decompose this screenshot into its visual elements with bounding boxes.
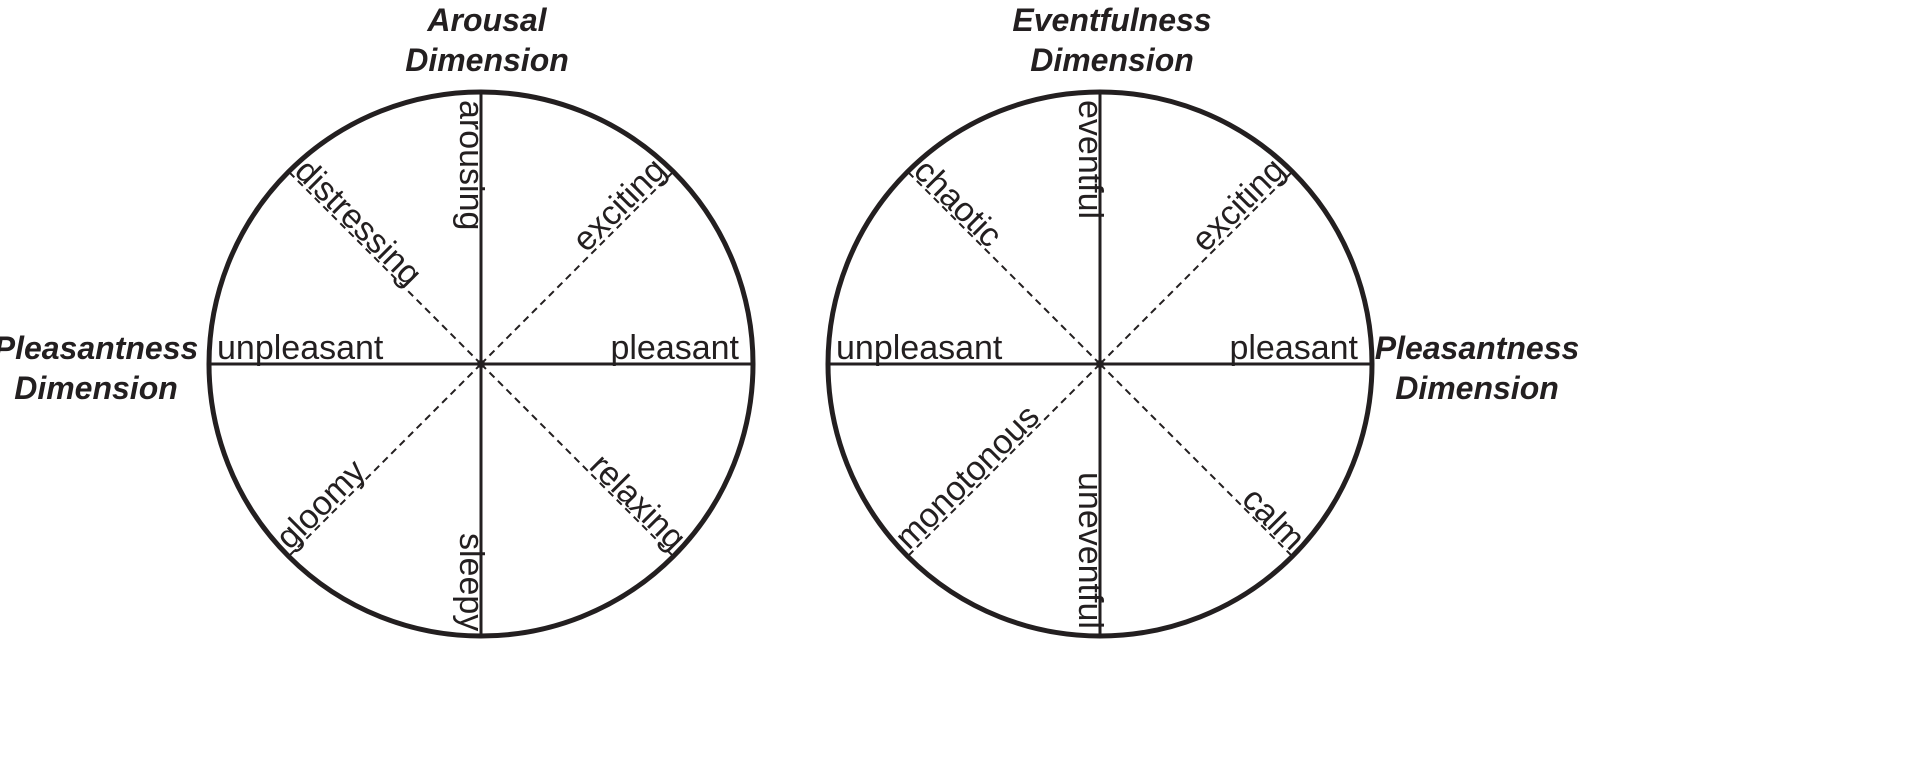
left-diagonal-upper-left <box>288 171 482 365</box>
left-label-upper-right: exciting <box>565 151 673 259</box>
right-label-left: unpleasant <box>836 329 1003 367</box>
left-center-dot <box>477 360 485 368</box>
left-label-lower-right: relaxing <box>582 446 693 557</box>
left-label-left: unpleasant <box>217 329 384 367</box>
right-diagonal-lower-left <box>907 363 1101 557</box>
right-diagonal-upper-left <box>907 171 1101 365</box>
left-horizontal-axis-title: Pleasantness Dimension <box>0 330 199 406</box>
left-circumplex <box>206 89 756 639</box>
left-vertical-axis-title: Arousal Dimension <box>405 2 569 78</box>
right-label-lower-left: monotonous <box>888 397 1047 556</box>
left-label-up: arousing <box>452 100 490 230</box>
right-label-upper-right: exciting <box>1184 151 1292 259</box>
left-label-right: pleasant <box>610 329 739 367</box>
left-label-upper-left: distressing <box>287 152 429 294</box>
right-label-down: uneventful <box>1071 472 1109 629</box>
right-center-dot <box>1096 360 1104 368</box>
right-diagonal-upper-right <box>1099 171 1293 365</box>
right-label-upper-left: chaotic <box>906 152 1009 255</box>
left-label-down: sleepy <box>452 533 490 631</box>
right-vertical-axis-title: Eventfulness Dimension <box>1012 2 1212 78</box>
right-circumplex <box>825 89 1375 639</box>
right-label-up: eventful <box>1071 100 1109 219</box>
left-diagonal-lower-right <box>480 363 674 557</box>
right-diagonal-lower-right <box>1099 363 1293 557</box>
right-horizontal-axis-title: Pleasantness Dimension <box>1374 330 1580 406</box>
left-diagonal-upper-right <box>480 171 674 365</box>
left-label-lower-left: gloomy <box>269 452 373 556</box>
left-diagonal-lower-left <box>288 363 482 557</box>
right-label-right: pleasant <box>1229 329 1358 367</box>
